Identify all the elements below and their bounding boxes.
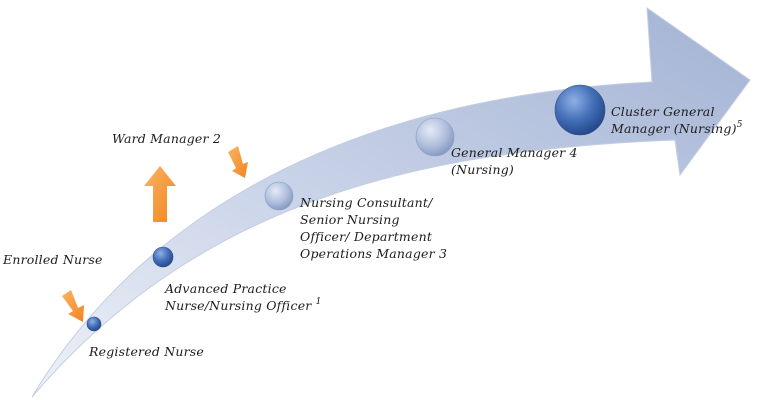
label-superscript: 4 [569,145,578,160]
label-ward-manager: Ward Manager 2 [112,130,221,147]
milestone-circle-cluster-general-manager [554,84,606,136]
label-line: Registered Nurse [89,344,204,359]
label-cluster-general-manager: Cluster General Manager (Nursing)5 [611,103,743,137]
label-general-manager: General Manager 4 (Nursing) [451,144,578,178]
milestone-circle-nursing-consultant [264,181,294,211]
label-superscript: 1 [315,297,322,307]
label-line: Nurse/Nursing Officer [165,298,312,313]
milestone-circle-general-manager [415,117,455,157]
down-right-arrow-icon [228,146,248,178]
up-arrow-icon [144,166,176,222]
label-nursing-consultant: Nursing Consultant/ Senior Nursing Offic… [300,194,447,262]
label-line: Officer/ Department [300,229,433,244]
milestone-circle-registered-nurse [86,316,102,332]
label-line: Advanced Practice [165,281,287,296]
label-line: Senior Nursing [300,212,400,227]
label-superscript: 2 [212,131,222,146]
label-superscript: 5 [736,120,743,130]
label-line: Nursing Consultant/ [300,195,433,210]
label-registered-nurse: Registered Nurse [89,343,204,360]
label-enrolled-nurse: Enrolled Nurse [3,251,103,268]
label-line: Manager (Nursing) [611,121,737,136]
milestone-circle-advanced-practice [152,246,174,268]
label-line: (Nursing) [451,162,514,177]
down-right-arrow-icon [62,290,84,322]
label-line: General Manager [451,145,566,160]
label-line: Cluster General [611,104,715,119]
label-advanced-practice-nurse: Advanced Practice Nurse/Nursing Officer … [165,280,322,314]
label-line: Ward Manager [112,131,209,146]
label-superscript: 3 [438,246,448,261]
label-line: Enrolled Nurse [3,252,103,267]
label-line: Operations Manager [300,246,435,261]
